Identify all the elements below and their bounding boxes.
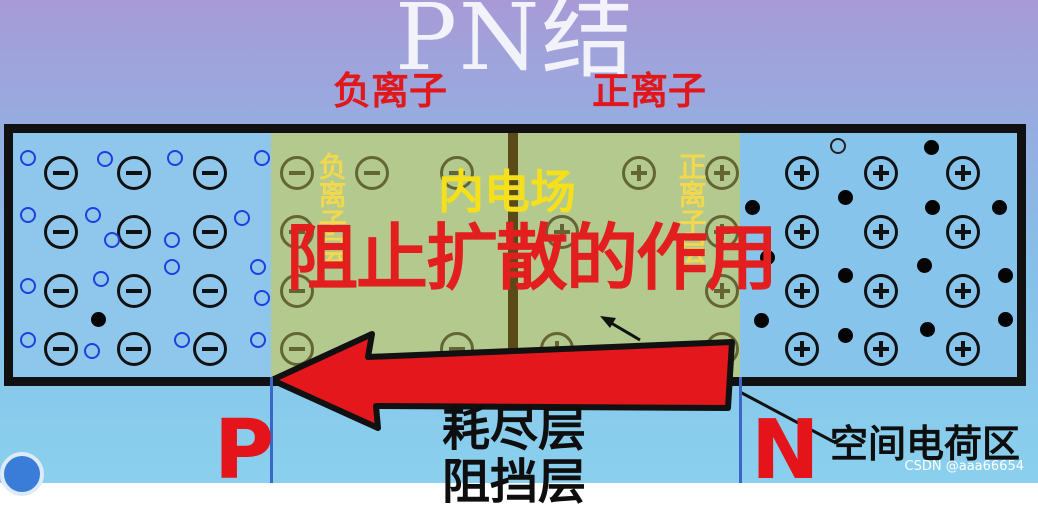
electron (838, 328, 853, 343)
negative-ion (117, 274, 151, 308)
pointer-arrowhead (600, 316, 616, 328)
negative-ions-label: 负离子 (333, 69, 448, 113)
hole (167, 150, 183, 166)
negative-ion (280, 215, 314, 249)
positive-ion (864, 156, 898, 190)
negative-ion-layer-label: 负离子层 (314, 152, 348, 264)
negative-ion (117, 156, 151, 190)
negative-ion (193, 156, 227, 190)
positive-ion (785, 215, 819, 249)
electron (998, 312, 1013, 327)
positive-ions-label: 正离子 (592, 69, 707, 113)
inner-field-arrow (269, 331, 735, 431)
negative-ion (117, 215, 151, 249)
negative-ion (193, 215, 227, 249)
hole (93, 271, 109, 287)
arrow-layer (269, 316, 835, 444)
negative-ion (280, 332, 314, 366)
depletion-layer-text: 耗尽层 (442, 401, 587, 457)
depletion-layer-label: 耗尽层 阻挡层 (442, 403, 586, 509)
negative-ion (44, 332, 78, 366)
blocking-diffusion-label: 阻止扩散的作用 (286, 216, 778, 300)
inner-electric-field-label: 内电场 (438, 165, 576, 219)
hole (830, 138, 846, 154)
electron (838, 190, 853, 205)
positive-ion (785, 156, 819, 190)
hole (20, 150, 36, 166)
positive-ion (946, 332, 980, 366)
negative-ion (280, 274, 314, 308)
hole (84, 343, 100, 359)
corner-logo-icon (0, 452, 44, 496)
negative-ion (117, 332, 151, 366)
positive-ion (705, 274, 739, 308)
hole (234, 210, 250, 226)
hole (20, 278, 36, 294)
negative-ion (44, 274, 78, 308)
positive-ion (946, 274, 980, 308)
watermark: CSDN @aaa66654 (904, 459, 1024, 474)
right-boundary-line (739, 377, 742, 483)
electron (917, 258, 932, 273)
hole (97, 151, 113, 167)
electron (760, 250, 775, 265)
space-charge-pointer (739, 390, 835, 444)
negative-ion (280, 156, 314, 190)
hole (104, 232, 120, 248)
n-side-label: N (751, 403, 820, 498)
page-title: PN结 (395, 0, 636, 91)
negative-ion (193, 274, 227, 308)
hole (174, 332, 190, 348)
hole (254, 290, 270, 306)
positive-ion-layer-label: 正离子层 (674, 152, 708, 264)
electron (998, 268, 1013, 283)
electron (925, 200, 940, 215)
negative-ion (355, 156, 389, 190)
hole (250, 259, 266, 275)
left-boundary-line (270, 377, 273, 483)
electron (838, 268, 853, 283)
positive-ion (864, 274, 898, 308)
electron (91, 312, 106, 327)
positive-ion (785, 332, 819, 366)
negative-ion (44, 215, 78, 249)
p-side-label: P (214, 403, 275, 498)
positive-ion (545, 215, 579, 249)
electron (745, 200, 760, 215)
blocking-layer-text: 阻挡层 (442, 453, 587, 510)
negative-ion (440, 156, 474, 190)
electron (920, 322, 935, 337)
hole (254, 150, 270, 166)
electron (992, 200, 1007, 215)
electron (754, 313, 769, 328)
hole (20, 207, 36, 223)
electron (924, 140, 939, 155)
positive-ion (864, 215, 898, 249)
hole (85, 207, 101, 223)
positive-ion (946, 156, 980, 190)
positive-ion (622, 156, 656, 190)
positive-ion (864, 332, 898, 366)
positive-ion (705, 215, 739, 249)
hole (20, 332, 36, 348)
depletion-region (271, 133, 740, 377)
negative-ion (193, 332, 227, 366)
hole (164, 232, 180, 248)
junction-center-line (508, 133, 518, 377)
positive-ion (785, 274, 819, 308)
negative-ion (44, 156, 78, 190)
space-charge-region-label: 空间电荷区 (830, 422, 1021, 466)
positive-ion (946, 215, 980, 249)
hole (164, 259, 180, 275)
positive-ion (705, 156, 739, 190)
hole (250, 332, 266, 348)
